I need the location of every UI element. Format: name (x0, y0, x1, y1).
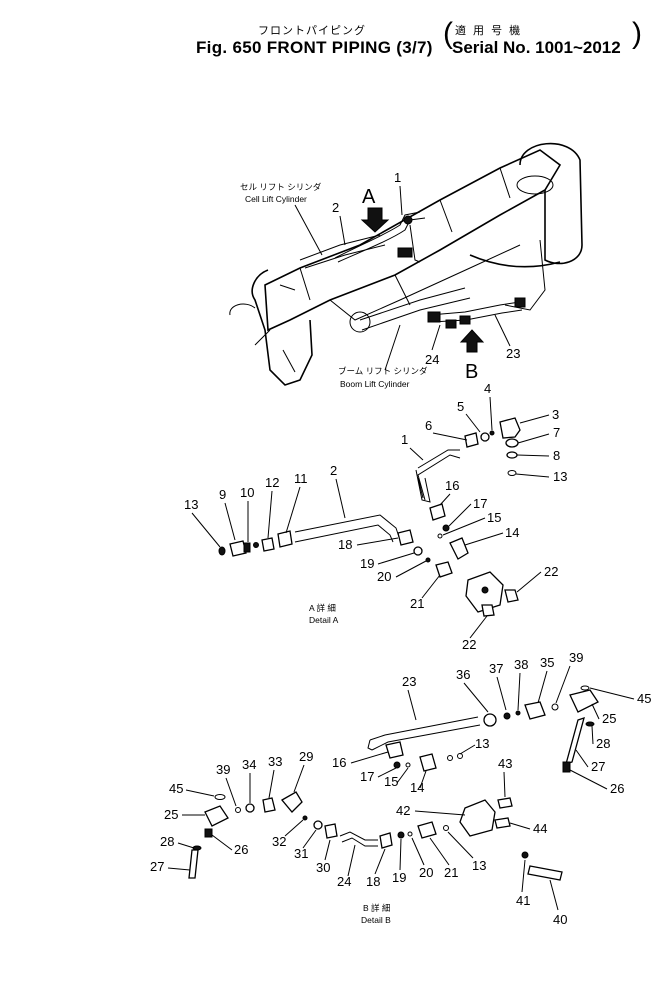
title-japanese: フロントパイピング (258, 25, 366, 37)
figure-title: Fig. 650 FRONT PIPING (3/7) (196, 38, 433, 57)
callout-b-38: 38 (514, 657, 528, 672)
callout-b-31: 31 (294, 846, 308, 861)
callout-b-42: 42 (396, 803, 410, 818)
callout-a-15: 15 (487, 510, 501, 525)
callout-a-22: 22 (544, 564, 558, 579)
cell-lift-jp-label: セル リフト シリンダ (240, 182, 322, 192)
callout-a-11: 11 (294, 471, 308, 486)
callout-b-23: 23 (402, 674, 416, 689)
callout-b-28: 28 (596, 736, 610, 751)
callout-b-26b: 26 (234, 842, 248, 857)
callout-a-13: 13 (553, 469, 567, 484)
callout-b-45: 45 (637, 691, 651, 706)
callout-b-26: 26 (610, 781, 624, 796)
callout-b-40: 40 (553, 912, 567, 927)
callout-a-9: 9 (219, 487, 226, 502)
callout-a-8: 8 (553, 448, 560, 463)
callout-b-25b: 25 (164, 807, 178, 822)
detail-b-parts (188, 685, 599, 881)
serial-open-paren: ( (443, 17, 453, 50)
callout-a-19: 19 (360, 556, 374, 571)
callout-b-14: 14 (410, 780, 424, 795)
callout-a-1: 1 (401, 432, 408, 447)
callout-a-20: 20 (377, 569, 391, 584)
callout-b-43: 43 (498, 756, 512, 771)
callout-23: 23 (506, 346, 520, 361)
detail-a-caption-jp: A 詳 細 (309, 603, 336, 613)
callout-b-21: 21 (444, 865, 458, 880)
callout-a-7: 7 (553, 425, 560, 440)
callout-a-12: 12 (265, 475, 279, 490)
callout-b-39: 39 (569, 650, 583, 665)
cell-lift-label: Cell Lift Cylinder (245, 194, 307, 204)
callout-b-19: 19 (392, 870, 406, 885)
callout-b-35: 35 (540, 655, 554, 670)
detail-a-parts (218, 417, 521, 617)
callout-b-17: 17 (360, 769, 374, 784)
callout-b-32: 32 (272, 834, 286, 849)
view-b-arrow-icon (459, 329, 485, 353)
callout-b-27b: 27 (150, 859, 164, 874)
detail-b-callouts: 23 36 37 38 35 39 45 25 28 27 26 13 16 1… (150, 650, 651, 927)
serial-japanese: 適 用 号 機 (455, 25, 523, 37)
callout-a-5: 5 (457, 399, 464, 414)
callout-b-15: 15 (384, 774, 398, 789)
callout-2: 2 (332, 200, 339, 215)
callout-b-18: 18 (366, 874, 380, 889)
callout-a-17: 17 (473, 496, 487, 511)
boom-lift-label: Boom Lift Cylinder (340, 379, 410, 389)
callout-b-37: 37 (489, 661, 503, 676)
view-a-arrow-icon (360, 207, 390, 233)
callout-b-44: 44 (533, 821, 547, 836)
callout-b-13b: 13 (472, 858, 486, 873)
detail-a-caption: Detail A (309, 615, 339, 625)
callout-b-41: 41 (516, 893, 530, 908)
callout-b-27: 27 (591, 759, 605, 774)
callout-b-39b: 39 (216, 762, 230, 777)
callout-a-2: 2 (330, 463, 337, 478)
callout-b-13: 13 (475, 736, 489, 751)
boom-lift-jp-label: ブーム リフト シリンダ (338, 366, 428, 376)
callout-b-25: 25 (602, 711, 616, 726)
view-b-label: B (465, 361, 478, 383)
loader-frame-drawing (229, 142, 583, 386)
callout-a-18: 18 (338, 537, 352, 552)
callout-24: 24 (425, 352, 439, 367)
callout-a-16: 16 (445, 478, 459, 493)
callout-b-30: 30 (316, 860, 330, 875)
view-a-label: A (362, 186, 376, 208)
callout-a-6: 6 (425, 418, 432, 433)
callout-b-28b: 28 (160, 834, 174, 849)
callout-a-3: 3 (552, 407, 559, 422)
callout-a-22b: 22 (462, 637, 476, 652)
callout-a-21: 21 (410, 596, 424, 611)
callout-b-33: 33 (268, 754, 282, 769)
serial-close-paren: ) (632, 17, 642, 50)
callout-b-20: 20 (419, 865, 433, 880)
callout-b-16: 16 (332, 755, 346, 770)
detail-b-caption-jp: B 詳 細 (363, 903, 390, 913)
callout-a-4: 4 (484, 381, 491, 396)
detail-a-callouts: 1 2 3 5 4 6 7 8 13 9 10 11 12 13 14 15 1… (184, 381, 567, 652)
callout-1: 1 (394, 170, 401, 185)
callout-b-24: 24 (337, 874, 351, 889)
callout-a-10: 10 (240, 485, 254, 500)
callout-a-13b: 13 (184, 497, 198, 512)
callout-a-14: 14 (505, 525, 519, 540)
serial-range: Serial No. 1001~2012 (452, 38, 621, 57)
callout-b-29: 29 (299, 749, 313, 764)
callout-b-34: 34 (242, 757, 256, 772)
callout-b-45b: 45 (169, 781, 183, 796)
detail-b-caption: Detail B (361, 915, 391, 925)
callout-b-36: 36 (456, 667, 470, 682)
